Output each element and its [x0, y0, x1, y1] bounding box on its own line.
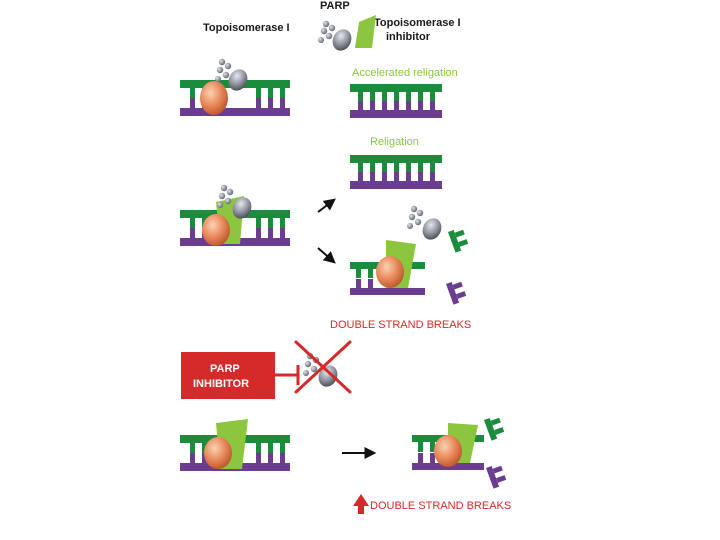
broken-strand-purple-2 [486, 465, 507, 489]
legend-parp-label: PARP [320, 0, 350, 12]
parp-inhibitor-label-line2: INHIBITOR [193, 378, 249, 390]
legend-inhibitor-label-line2: inhibitor [386, 31, 431, 43]
cross-out-icon [294, 340, 352, 394]
dsb-complex-2 [412, 423, 484, 470]
religation-label: Religation [370, 136, 419, 148]
parp-protein-free [407, 205, 442, 240]
parp-protein [215, 58, 248, 91]
legend-topoisomerase-label: Topoisomerase I [203, 22, 290, 34]
dna-topo-complex-1 [180, 58, 290, 116]
dna-topo-trapped-complex [180, 419, 290, 471]
dna-topo-inhibitor-complex [180, 184, 290, 246]
parp-icon [318, 20, 352, 51]
parp-protein [217, 184, 252, 219]
topoisomerase-enzyme [200, 81, 228, 115]
topoisomerase-enzyme [376, 256, 404, 288]
dna-religated-2 [350, 155, 442, 189]
parp-protein-inhibited [303, 352, 338, 387]
topoisomerase-enzyme [434, 435, 462, 467]
topoisomerase-enzyme [204, 437, 232, 469]
arrow-to-religation [317, 198, 336, 213]
parp-inhibitor-box: PARP INHIBITOR [181, 352, 275, 399]
legend-inhibitor-label-line1: Topoisomerase I [374, 17, 461, 29]
dsb-label-1: DOUBLE STRAND BREAKS [330, 319, 471, 331]
topoisomerase-enzyme [202, 214, 230, 246]
broken-strand-purple-1 [446, 281, 467, 305]
broken-strand-green-1 [448, 229, 469, 253]
inhibition-bar [275, 365, 300, 385]
increase-arrow-icon [353, 494, 369, 514]
legend: Topoisomerase I PARP Topoisomerase I inh… [203, 0, 461, 51]
broken-strand-green-2 [484, 417, 505, 441]
dsb-complex-1 [350, 240, 425, 295]
accelerated-religation-label: Accelerated religation [352, 67, 458, 79]
arrow-to-dsb [317, 247, 336, 264]
dsb-label-2: DOUBLE STRAND BREAKS [370, 500, 511, 512]
dna-religated-1 [350, 84, 442, 118]
parp-inhibitor-label-line1: PARP [210, 363, 240, 375]
inhibitor-icon [355, 15, 376, 48]
